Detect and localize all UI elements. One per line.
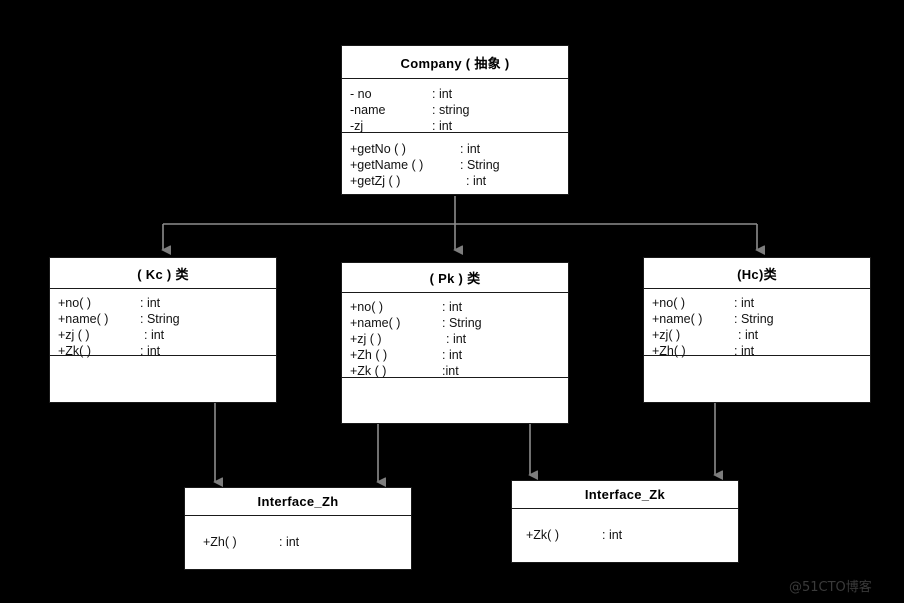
- class-methods-hc: +no( ) : int +name( ) : String +zj( ) : …: [644, 289, 870, 358]
- method-row: +Zk( ) : int: [58, 344, 161, 358]
- watermark: @51CTO博客: [789, 580, 872, 595]
- class-box-interface-zh[interactable]: Interface_Zh +Zh( ) : int: [184, 487, 412, 570]
- method-row: +zj ( ) : int: [350, 332, 467, 346]
- method-row: +zj ( ) : int: [58, 328, 165, 342]
- class-methods-interface-zk: +Zk( ) : int: [512, 509, 738, 562]
- class-title-interface-zh: Interface_Zh: [185, 488, 411, 516]
- method-row: +no( ) : int: [350, 300, 463, 314]
- method-row: +getName ( ) : String: [350, 158, 500, 172]
- class-methods-kc: +no( ) : int +name( ) : String +zj ( ) :…: [50, 289, 276, 358]
- class-attributes-company: - no : int -name : string -zj : int: [342, 79, 568, 133]
- class-box-hc[interactable]: (Hc)类 +no( ) : int +name( ) : String +zj…: [643, 257, 871, 403]
- method-row: +getZj ( ) : int: [350, 174, 487, 188]
- class-title-pk: ( Pk ) 类: [342, 263, 568, 293]
- class-methods-interface-zh: +Zh( ) : int: [185, 516, 411, 569]
- method-row: +getNo ( ) : int: [350, 142, 481, 156]
- method-row: +Zh ( ) : int: [350, 348, 463, 362]
- attribute-row: -zj : int: [350, 119, 453, 133]
- class-extra-hc: [644, 356, 870, 402]
- method-row: +Zk( ) : int: [526, 528, 623, 542]
- class-methods-company: +getNo ( ) : int +getName ( ) : String +…: [342, 133, 568, 194]
- class-title-interface-zk: Interface_Zk: [512, 481, 738, 509]
- method-row: +name( ) : String: [58, 312, 180, 326]
- class-extra-pk: [342, 378, 568, 423]
- method-row: +zj( ) : int: [652, 328, 759, 342]
- attribute-row: -name : string: [350, 103, 470, 117]
- attribute-row: - no : int: [350, 87, 453, 101]
- method-row: +Zh( ) : int: [652, 344, 755, 358]
- class-title-company: Company ( 抽象 ): [342, 46, 568, 79]
- class-title-kc: ( Kc ) 类: [50, 258, 276, 289]
- method-row: +name( ) : String: [350, 316, 482, 330]
- method-row: +Zh( ) : int: [203, 535, 300, 549]
- method-row: +no( ) : int: [58, 296, 161, 310]
- class-methods-pk: +no( ) : int +name( ) : String +zj ( ) :…: [342, 293, 568, 378]
- method-row: +name( ) : String: [652, 312, 774, 326]
- class-extra-kc: [50, 356, 276, 402]
- class-box-company[interactable]: Company ( 抽象 ) - no : int -name : string…: [341, 45, 569, 195]
- class-title-hc: (Hc)类: [644, 258, 870, 289]
- class-box-interface-zk[interactable]: Interface_Zk +Zk( ) : int: [511, 480, 739, 563]
- method-row: +Zk ( ) :int: [350, 364, 459, 378]
- class-box-pk[interactable]: ( Pk ) 类 +no( ) : int +name( ) : String …: [341, 262, 569, 424]
- method-row: +no( ) : int: [652, 296, 755, 310]
- class-box-kc[interactable]: ( Kc ) 类 +no( ) : int +name( ) : String …: [49, 257, 277, 403]
